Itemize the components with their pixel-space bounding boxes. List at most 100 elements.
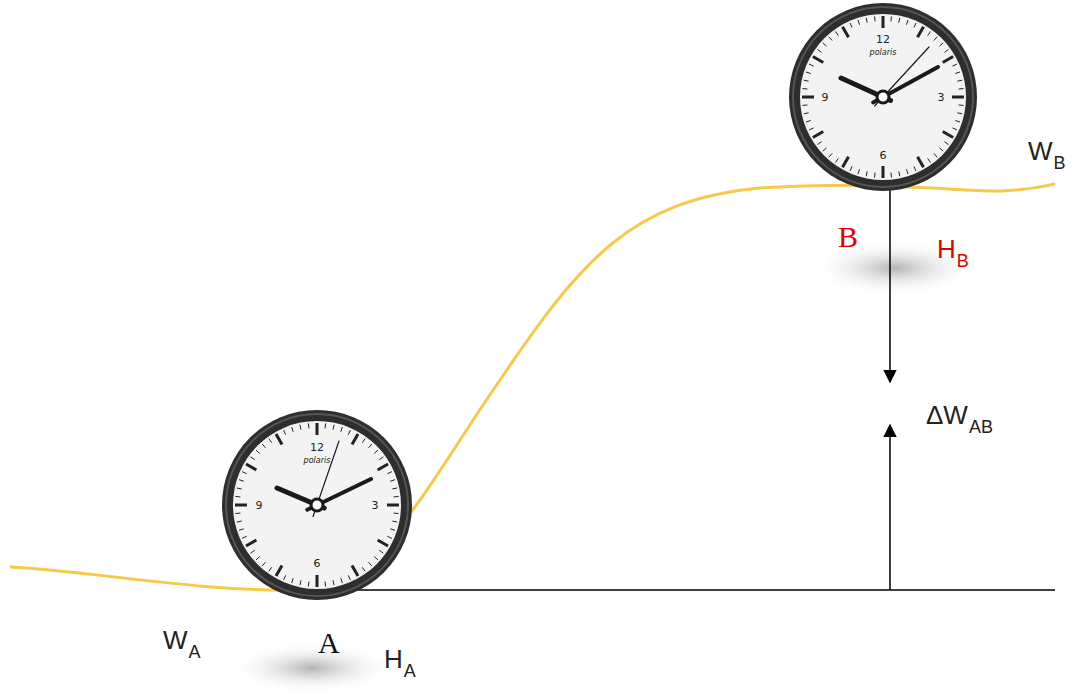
subscript: AB <box>969 418 993 436</box>
potential-symbol: W <box>163 627 188 653</box>
tick-mark <box>829 37 832 41</box>
tick-mark <box>882 166 885 178</box>
tick-mark <box>939 148 943 151</box>
tick-mark <box>939 43 943 46</box>
tick-mark <box>379 550 383 553</box>
tick-mark <box>959 88 964 90</box>
tick-mark <box>804 80 809 81</box>
tick-mark <box>809 64 814 66</box>
tick-mark <box>276 566 282 576</box>
tick-mark <box>914 23 916 28</box>
tick-mark <box>804 113 809 114</box>
tick-mark <box>952 128 957 130</box>
tick-mark <box>316 423 319 435</box>
tick-mark <box>369 562 372 566</box>
terrain-curve <box>10 184 1055 590</box>
tick-mark <box>823 148 827 151</box>
clock-rim <box>789 3 977 191</box>
subscript: B <box>957 252 969 270</box>
tick-mark <box>235 513 240 515</box>
brand-text: polaris <box>870 49 897 57</box>
tick-mark <box>850 166 852 171</box>
tick-mark <box>802 104 807 106</box>
tick-mark <box>262 444 265 448</box>
tick-mark <box>959 104 964 106</box>
tick-mark <box>944 142 948 145</box>
subscript: A <box>189 643 201 661</box>
tick-mark <box>348 575 350 580</box>
tick-mark <box>813 132 823 138</box>
tick-mark <box>235 504 247 507</box>
tick-mark <box>943 132 953 138</box>
clock-pivot <box>311 499 323 511</box>
tick-mark <box>957 80 962 81</box>
tick-mark <box>292 578 294 583</box>
subscript: B <box>1054 154 1066 172</box>
tick-mark <box>374 557 378 560</box>
tick-mark <box>362 567 365 571</box>
tick-mark <box>899 171 900 176</box>
tick-mark <box>829 153 832 157</box>
tick-mark <box>256 557 260 560</box>
tick-mark <box>374 450 378 453</box>
subscript: A <box>404 662 416 680</box>
point-label: B <box>838 222 858 252</box>
height-arrow <box>889 190 891 382</box>
tick-mark <box>237 488 242 489</box>
ground-shadow <box>227 642 397 694</box>
tick-mark <box>378 464 388 470</box>
tick-mark <box>333 425 334 430</box>
tick-mark <box>308 582 310 587</box>
tick-mark <box>952 64 957 66</box>
clock-numeral: 12 <box>876 34 890 45</box>
tick-mark <box>809 128 814 130</box>
tick-mark <box>955 120 960 122</box>
tick-mark <box>239 529 244 531</box>
clock-drawing <box>222 410 412 600</box>
tick-mark <box>934 37 937 41</box>
tick-mark <box>882 16 885 28</box>
brand-text: polaris <box>304 457 331 465</box>
tick-mark <box>352 434 358 444</box>
tick-mark <box>817 49 821 52</box>
tick-mark <box>899 18 900 23</box>
clock-dial <box>800 14 966 180</box>
tick-mark <box>392 488 397 489</box>
tick-mark <box>823 43 827 46</box>
tick-mark <box>874 16 876 21</box>
tick-mark <box>300 425 301 430</box>
difference-symbol: ΔW <box>926 402 968 428</box>
potential-symbol: W <box>1028 138 1053 164</box>
tick-mark <box>284 575 286 580</box>
tick-mark <box>890 173 892 178</box>
clock-numeral: 6 <box>314 558 321 569</box>
height-symbol: H <box>384 646 403 672</box>
clock-numeral: 9 <box>822 92 829 103</box>
tick-mark <box>934 153 937 157</box>
tick-mark <box>392 521 397 522</box>
tick-mark <box>394 496 399 498</box>
tick-mark <box>835 158 838 162</box>
height-symbol: H <box>937 236 956 262</box>
tick-mark <box>906 20 908 25</box>
tick-mark <box>269 567 272 571</box>
clock-rim <box>222 410 412 600</box>
tick-mark <box>284 430 286 435</box>
tick-mark <box>806 72 811 74</box>
clock-rim-highlight <box>793 7 973 187</box>
tick-mark <box>308 423 310 428</box>
clock-numeral: 12 <box>310 442 324 453</box>
clock-face: 12polaris936 <box>222 410 412 600</box>
tick-mark <box>246 540 256 546</box>
tick-mark <box>276 434 282 444</box>
tick-mark <box>300 580 301 585</box>
tick-mark <box>850 23 852 28</box>
tick-mark <box>957 113 962 114</box>
clock-drawing <box>789 3 977 191</box>
tick-mark <box>928 158 931 162</box>
tick-mark <box>333 580 334 585</box>
tick-mark <box>242 472 247 474</box>
tick-mark <box>952 96 964 99</box>
tick-mark <box>866 171 867 176</box>
